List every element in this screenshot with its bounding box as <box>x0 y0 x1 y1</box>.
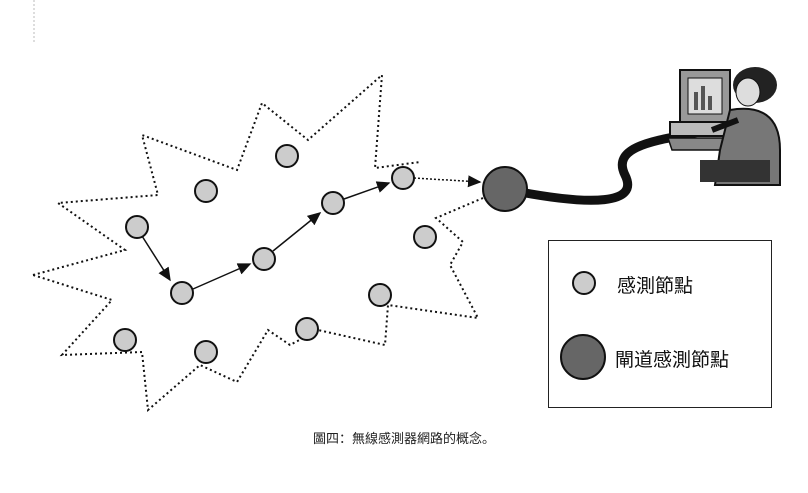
legend: 感測節點 閘道感測節點 <box>548 240 772 408</box>
sensor-node <box>368 283 392 307</box>
route-arrow <box>343 181 391 200</box>
sensor-node <box>413 225 437 249</box>
sensor-nodes <box>113 144 437 364</box>
sensor-node-label: 感測節點 <box>617 275 694 297</box>
sensor-node-swatch <box>572 271 596 295</box>
sensor-node <box>113 328 137 352</box>
figure-caption: 圖四：無線感測器網路的概念。 <box>312 432 495 447</box>
gateway-node-label: 閘道感測節點 <box>615 349 730 371</box>
screen-chart-bar <box>708 96 712 110</box>
sensor-node <box>194 340 218 364</box>
legend-swatches <box>560 271 606 380</box>
sensor-field-boundary-right <box>32 197 484 413</box>
route-arrow <box>141 235 171 282</box>
sensor-node <box>194 179 218 203</box>
sensor-field-boundary <box>32 72 421 276</box>
user-face <box>735 77 761 107</box>
routing-path <box>141 175 482 290</box>
route-arrow <box>272 212 322 252</box>
sensor-node <box>125 215 149 239</box>
sensor-node <box>295 317 319 341</box>
screen-chart-bar <box>701 86 705 110</box>
screen-chart-bar <box>694 92 698 110</box>
sensor-node <box>391 166 415 190</box>
chair <box>700 160 770 182</box>
user-arm <box>710 117 740 133</box>
gateway-node-swatch <box>560 334 606 380</box>
computer-user-icon <box>666 67 781 186</box>
sensor-node <box>321 191 345 215</box>
gateway-node <box>482 166 528 212</box>
sensor-node <box>252 247 276 271</box>
route-arrow <box>192 263 252 290</box>
cable <box>515 127 705 205</box>
route-arrow-to-gateway <box>413 175 482 188</box>
sensor-node <box>275 144 299 168</box>
sensor-node <box>170 281 194 305</box>
